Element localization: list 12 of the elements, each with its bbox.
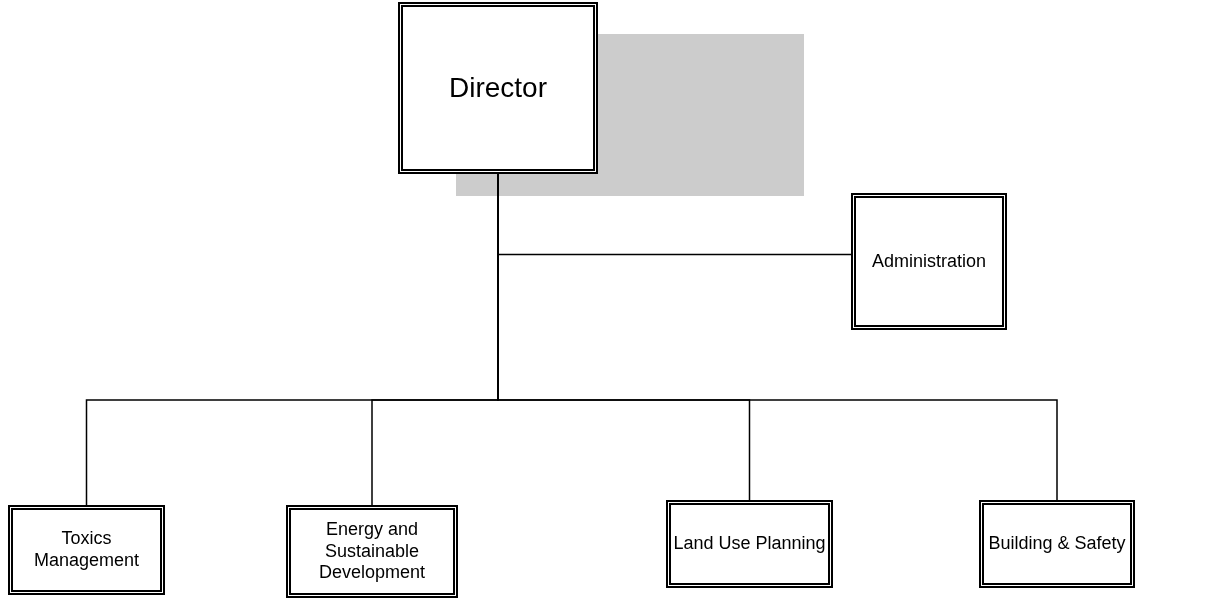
org-box: [666, 500, 833, 588]
box-label: Energy and Sustainable Development: [317, 519, 427, 584]
box-label: Director: [449, 71, 547, 105]
org-box: [398, 2, 598, 174]
box-label: Land Use Planning: [673, 533, 826, 555]
box-label: Toxics Management: [32, 528, 141, 572]
box-label: Administration: [871, 250, 986, 273]
org-box: [286, 505, 458, 598]
org-box: [851, 193, 1007, 330]
box-label: Building & Safety: [988, 533, 1126, 555]
org-box: [979, 500, 1135, 588]
org-box: [8, 505, 165, 595]
